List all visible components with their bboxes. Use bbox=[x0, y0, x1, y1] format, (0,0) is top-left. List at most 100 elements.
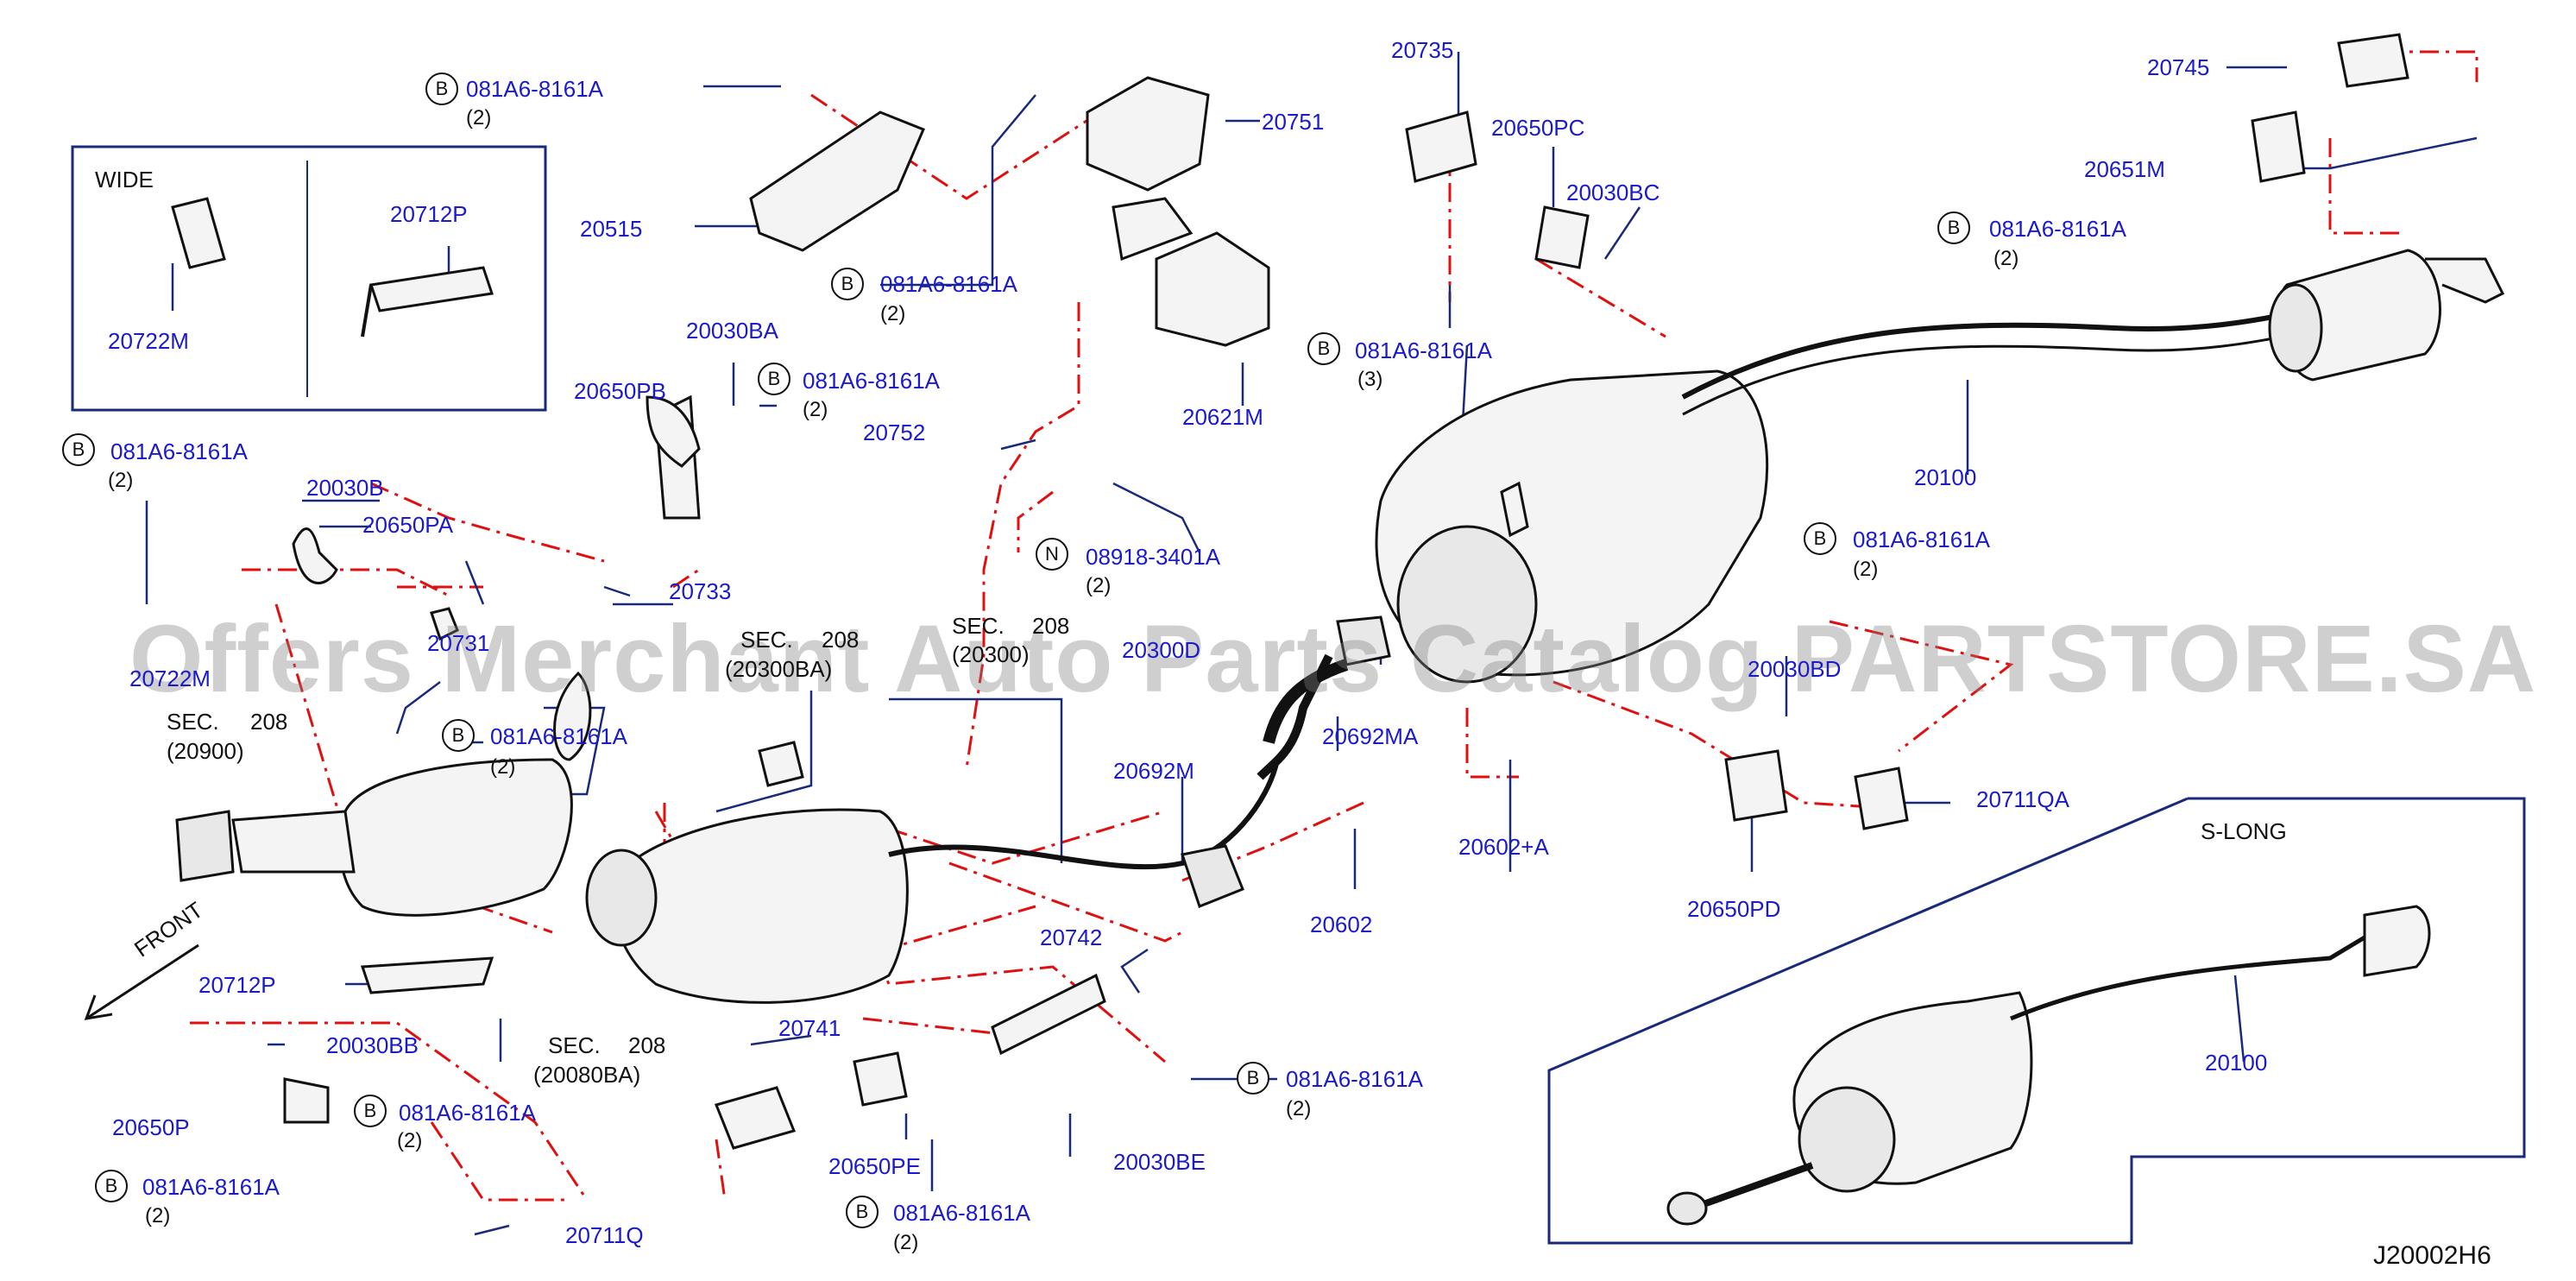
callout-081A6-8161A[interactable]: 081A6-8161A bbox=[490, 723, 628, 749]
callout-qty: (2) bbox=[397, 1129, 423, 1152]
callout-20751[interactable]: 20751 bbox=[1262, 109, 1325, 135]
callout-20100[interactable]: 20100 bbox=[1914, 464, 1977, 490]
section-label: SEC. bbox=[548, 1032, 601, 1058]
section-label: SEC. bbox=[167, 709, 219, 735]
callout-20030BA[interactable]: 20030BA bbox=[686, 318, 778, 344]
section-number[interactable]: 208 bbox=[1032, 613, 1070, 639]
callout-20722M[interactable]: 20722M bbox=[129, 666, 211, 691]
leader-lines bbox=[145, 52, 2478, 1236]
callout-20650PD[interactable]: 20650PD bbox=[1687, 896, 1781, 922]
inset-wide-frame bbox=[71, 145, 547, 412]
callout-qty: (2) bbox=[1086, 574, 1112, 597]
callout-081A6-8161A[interactable]: 081A6-8161A bbox=[1989, 216, 2127, 242]
callout-20741[interactable]: 20741 bbox=[778, 1015, 841, 1041]
callout-081A6-8161A[interactable]: 081A6-8161A bbox=[880, 271, 1018, 297]
bolt-b-circle: B bbox=[1237, 1062, 1269, 1095]
callout-20733[interactable]: 20733 bbox=[669, 578, 732, 604]
bolt-b-circle: B bbox=[758, 363, 790, 395]
front-catalyst-shape bbox=[338, 758, 573, 917]
bolt-b-circle: B bbox=[95, 1170, 128, 1202]
callout-qty: (2) bbox=[1993, 247, 2019, 270]
section-ref: (20900) bbox=[167, 738, 244, 764]
callout-081A6-8161A[interactable]: 081A6-8161A bbox=[1853, 527, 1991, 552]
callout-20030BE[interactable]: 20030BE bbox=[1113, 1149, 1206, 1175]
callout-20100-s-long[interactable]: 20100 bbox=[2205, 1050, 2268, 1076]
callout-20030BC[interactable]: 20030BC bbox=[1566, 180, 1660, 205]
section-number[interactable]: 208 bbox=[250, 709, 288, 735]
callout-20030BD[interactable]: 20030BD bbox=[1748, 656, 1842, 682]
watermark-text: Offers Merchant Auto Parts Catalog PARTS… bbox=[129, 606, 2537, 712]
inset-s-long-frame bbox=[1547, 797, 2526, 1245]
callout-20742[interactable]: 20742 bbox=[1040, 924, 1103, 950]
callout-081A6-8161A[interactable]: 081A6-8161A bbox=[142, 1174, 280, 1200]
callout-qty: (2) bbox=[490, 755, 516, 779]
part-shapes bbox=[171, 33, 2505, 1226]
front-arrow-icon bbox=[84, 943, 199, 1020]
callout-20731[interactable]: 20731 bbox=[427, 630, 490, 656]
bolt-b-circle: B bbox=[1804, 522, 1836, 555]
callout-20712P-wide[interactable]: 20712P bbox=[390, 201, 468, 227]
callout-20030BB[interactable]: 20030BB bbox=[326, 1032, 419, 1058]
bolt-b-circle: B bbox=[442, 719, 475, 752]
section-ref: (20300BA) bbox=[725, 656, 833, 682]
callout-qty: (2) bbox=[108, 469, 134, 492]
callout-081A6-8161A[interactable]: 081A6-8161A bbox=[399, 1100, 537, 1126]
callout-20712P[interactable]: 20712P bbox=[198, 972, 276, 998]
callout-20030B[interactable]: 20030B bbox=[306, 475, 384, 501]
assembly-dash-lines bbox=[190, 50, 2478, 1202]
callout-qty: (2) bbox=[880, 302, 906, 325]
callout-20650PA[interactable]: 20650PA bbox=[362, 512, 454, 538]
callout-081A6-8161A[interactable]: 081A6-8161A bbox=[466, 76, 604, 102]
callout-20711Q[interactable]: 20711Q bbox=[565, 1222, 644, 1248]
callout-20692MA[interactable]: 20692MA bbox=[1322, 723, 1419, 749]
callout-081A6-8161A[interactable]: 081A6-8161A bbox=[1355, 338, 1493, 363]
callout-qty: (2) bbox=[145, 1204, 171, 1227]
callout-qty: (2) bbox=[803, 398, 828, 421]
callout-20621M[interactable]: 20621M bbox=[1182, 404, 1263, 430]
callout-20602[interactable]: 20602 bbox=[1310, 912, 1373, 937]
bolt-b-circle: B bbox=[62, 433, 95, 466]
callout-20650PE[interactable]: 20650PE bbox=[828, 1153, 921, 1179]
callout-20602A[interactable]: 20602+A bbox=[1458, 834, 1549, 860]
section-ref: (20080BA) bbox=[533, 1062, 641, 1088]
section-number[interactable]: 208 bbox=[822, 627, 860, 653]
callout-20650P[interactable]: 20650P bbox=[112, 1114, 190, 1140]
bolt-b-circle: B bbox=[1937, 211, 1970, 244]
callout-qty: (3) bbox=[1357, 368, 1383, 391]
callout-20650PC[interactable]: 20650PC bbox=[1491, 115, 1585, 141]
bolt-b-circle: B bbox=[425, 73, 458, 105]
bolt-b-circle: B bbox=[831, 268, 864, 300]
section-label: SEC. bbox=[952, 613, 1005, 639]
callout-20722M-wide[interactable]: 20722M bbox=[108, 328, 189, 354]
callout-081A6-8161A[interactable]: 081A6-8161A bbox=[110, 439, 249, 464]
section-ref: (20300) bbox=[952, 641, 1030, 667]
callout-qty: (2) bbox=[1286, 1097, 1312, 1120]
callout-081A6-8161A[interactable]: 081A6-8161A bbox=[803, 368, 941, 394]
callout-qty: (2) bbox=[1853, 558, 1879, 581]
callout-20752[interactable]: 20752 bbox=[863, 420, 926, 445]
section-label: SEC. bbox=[740, 627, 793, 653]
diagram-id: J20002H6 bbox=[2373, 1241, 2491, 1270]
bolt-b-circle: B bbox=[846, 1196, 879, 1228]
bolt-b-circle: B bbox=[1307, 332, 1340, 365]
callout-08918-3401A[interactable]: 08918-3401A bbox=[1086, 544, 1221, 570]
callout-20745[interactable]: 20745 bbox=[2147, 54, 2210, 80]
inset-s-long-title: S-LONG bbox=[2201, 818, 2287, 844]
callout-081A6-8161A[interactable]: 081A6-8161A bbox=[893, 1200, 1031, 1226]
callout-qty: (2) bbox=[893, 1231, 919, 1254]
rear-catalyst-shape bbox=[614, 808, 909, 1004]
callout-081A6-8161A[interactable]: 081A6-8161A bbox=[1286, 1066, 1424, 1092]
bolt-b-circle: B bbox=[354, 1095, 387, 1127]
inset-wide-title: WIDE bbox=[95, 167, 154, 192]
callout-20692M[interactable]: 20692M bbox=[1113, 758, 1194, 784]
callout-20735[interactable]: 20735 bbox=[1391, 37, 1454, 63]
nut-n-circle: N bbox=[1036, 538, 1068, 571]
callout-qty: (2) bbox=[466, 106, 492, 129]
section-number[interactable]: 208 bbox=[628, 1032, 666, 1058]
callout-20300D[interactable]: 20300D bbox=[1122, 637, 1201, 663]
callout-20651M[interactable]: 20651M bbox=[2084, 156, 2165, 182]
callout-20515[interactable]: 20515 bbox=[580, 216, 643, 242]
callout-20650PB[interactable]: 20650PB bbox=[574, 378, 666, 404]
callout-20711QA[interactable]: 20711QA bbox=[1976, 786, 2069, 812]
